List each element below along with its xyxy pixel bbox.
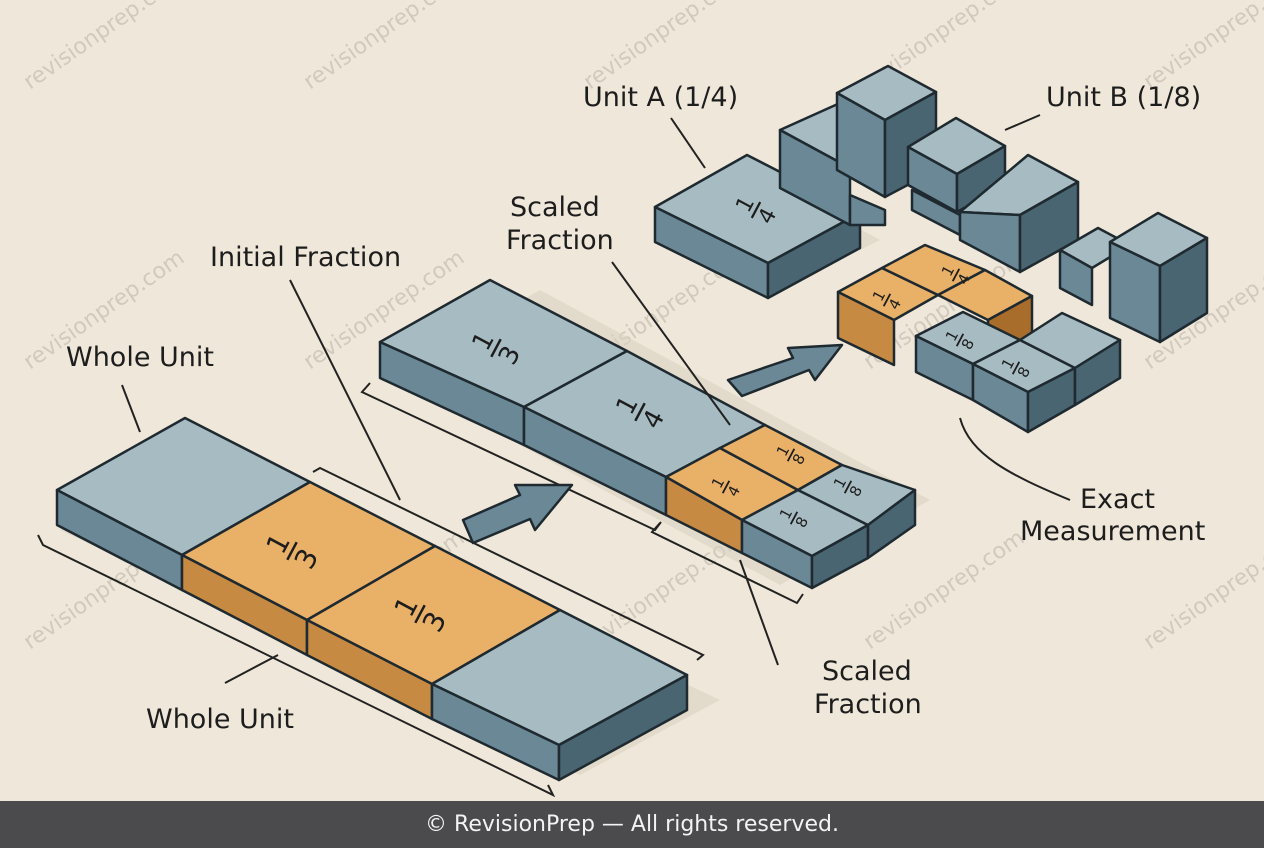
whole-unit-bracket	[37, 534, 556, 798]
exact-measurement-label-line1: Exact	[1080, 484, 1155, 515]
scaled-fraction-top-label-line1: Scaled	[510, 192, 600, 223]
scaled-fraction-bottom-label-line1: Scaled	[822, 656, 912, 687]
bar2-seg5-side	[866, 488, 917, 560]
whole-unit-bar	[55, 416, 720, 782]
leader-lines	[121, 114, 1071, 684]
exact-measurement-label-line2: Measurement	[1020, 516, 1205, 547]
scaled-bar	[378, 278, 930, 590]
whole-unit-top-label: Whole Unit	[66, 342, 214, 373]
unit-b-label: Unit B (1/8)	[1046, 82, 1201, 113]
watermark-text: revisionprep.com	[299, 0, 469, 95]
watermark-text: revisionprep.com	[579, 0, 749, 95]
whole-unit-bottom-label: Whole Unit	[146, 704, 294, 735]
scaled-fraction-bottom-label-line2: Fraction	[814, 689, 922, 720]
watermark-text: revisionprep.com	[19, 0, 189, 95]
unit-b-cluster	[778, 64, 1209, 344]
initial-fraction-bracket	[312, 466, 705, 661]
scaled-fraction-top-label-line2: Fraction	[506, 225, 614, 256]
bar1-end-side	[557, 673, 689, 782]
arrow-2	[726, 343, 844, 398]
exact-measurement-cluster	[836, 243, 1122, 434]
footer-copyright: © RevisionPrep — All rights reserved.	[0, 801, 1264, 848]
watermark-text: revisionprep.com	[1139, 0, 1264, 95]
unit-a-label: Unit A (1/4)	[583, 82, 738, 113]
arrow-1	[461, 483, 574, 545]
initial-fraction-label: Initial Fraction	[210, 242, 401, 273]
scaled-fraction-bracket	[650, 522, 804, 605]
unit-a-block	[653, 153, 880, 300]
unit-a-side	[766, 211, 862, 300]
